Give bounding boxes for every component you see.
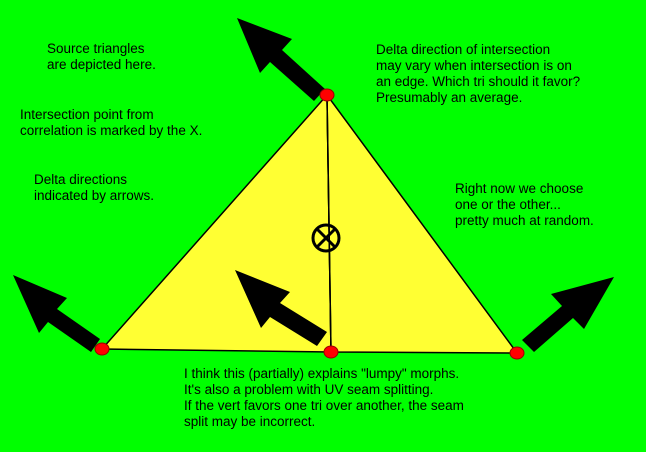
note-source-triangles: Source triangles are depicted here. xyxy=(47,41,156,72)
note-delta-direction-edge: Delta direction of intersection may vary… xyxy=(376,42,581,105)
delta-arrow-top xyxy=(237,18,325,101)
intersection-x-marker xyxy=(311,223,341,253)
note-delta-directions: Delta directions indicated by arrows. xyxy=(34,172,155,203)
delta-arrow-bottom-middle xyxy=(235,270,327,346)
note-choose-random: Right now we choose one or the other... … xyxy=(455,181,594,228)
shared-edge xyxy=(326,94,332,353)
delta-arrow-bottom-right xyxy=(522,277,614,352)
vertex-dot-bottom-left xyxy=(94,342,110,356)
note-lumpy-morphs: I think this (partially) explains "lumpy… xyxy=(184,366,464,429)
vertex-dot-bottom-middle xyxy=(323,345,339,359)
delta-arrow-bottom-left xyxy=(13,275,100,352)
vertex-dot-bottom-right xyxy=(509,346,525,360)
vertex-dot-top xyxy=(319,88,335,102)
note-intersection-point: Intersection point from correlation is m… xyxy=(20,107,203,138)
